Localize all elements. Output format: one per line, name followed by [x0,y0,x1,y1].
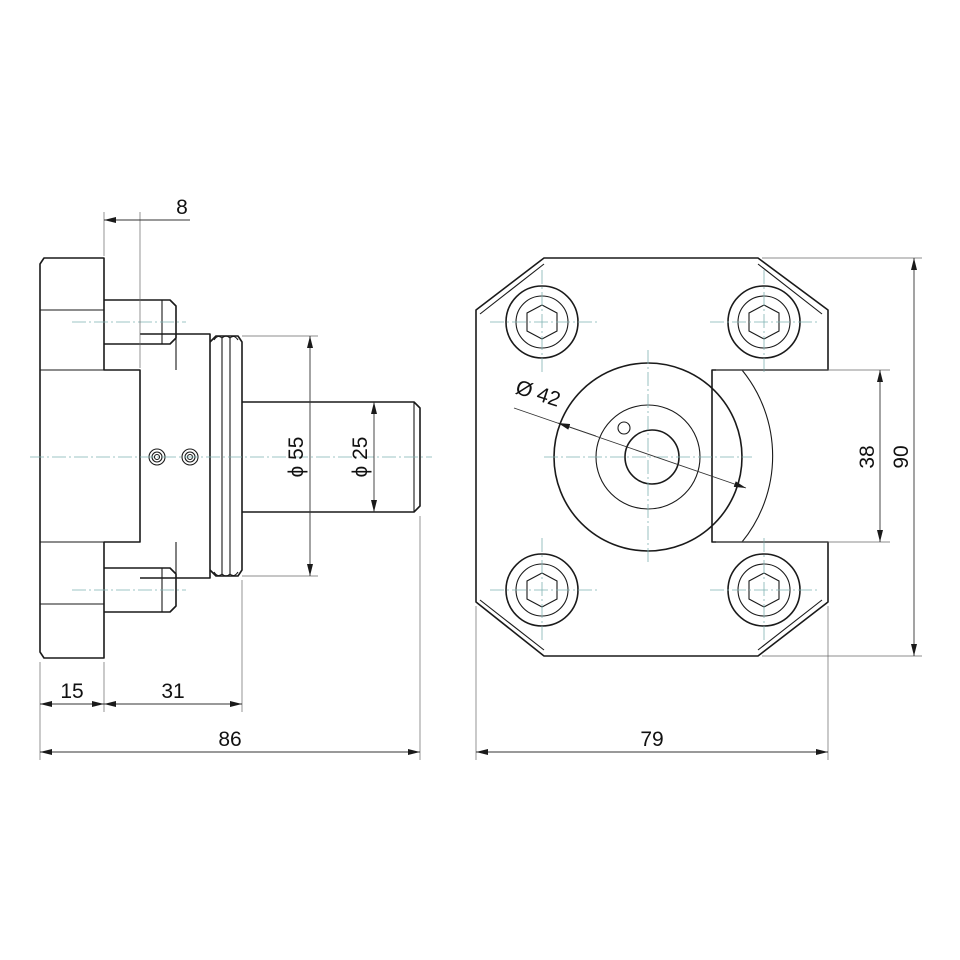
plate-outline [475,257,829,657]
collar [209,335,243,577]
main-body [140,333,211,579]
dim-total-width: 79 [640,728,663,751]
dim-diameter-small: ϕ 25 [349,437,372,478]
top-pin [104,299,177,345]
flange-outline [39,257,141,659]
dim-total-height: 90 [890,445,913,468]
dim-flange-width: 15 [60,680,83,703]
pin-hole [617,421,631,435]
shaft [242,401,421,513]
side-view: 8 ϕ 55 ϕ 25 15 31 86 [30,196,432,760]
dim-slot-height: 38 [856,445,879,468]
dim-diameter-large: ϕ 55 [285,437,308,478]
dim-top-offset: 8 [176,196,188,219]
dim-total-length: 86 [218,728,241,751]
front-view: Ø 42 38 90 79 [475,257,922,760]
dim-body-length: 31 [161,680,184,703]
dim-diameter-bolt: Ø 42 [513,376,563,412]
bottom-pin [104,567,177,613]
